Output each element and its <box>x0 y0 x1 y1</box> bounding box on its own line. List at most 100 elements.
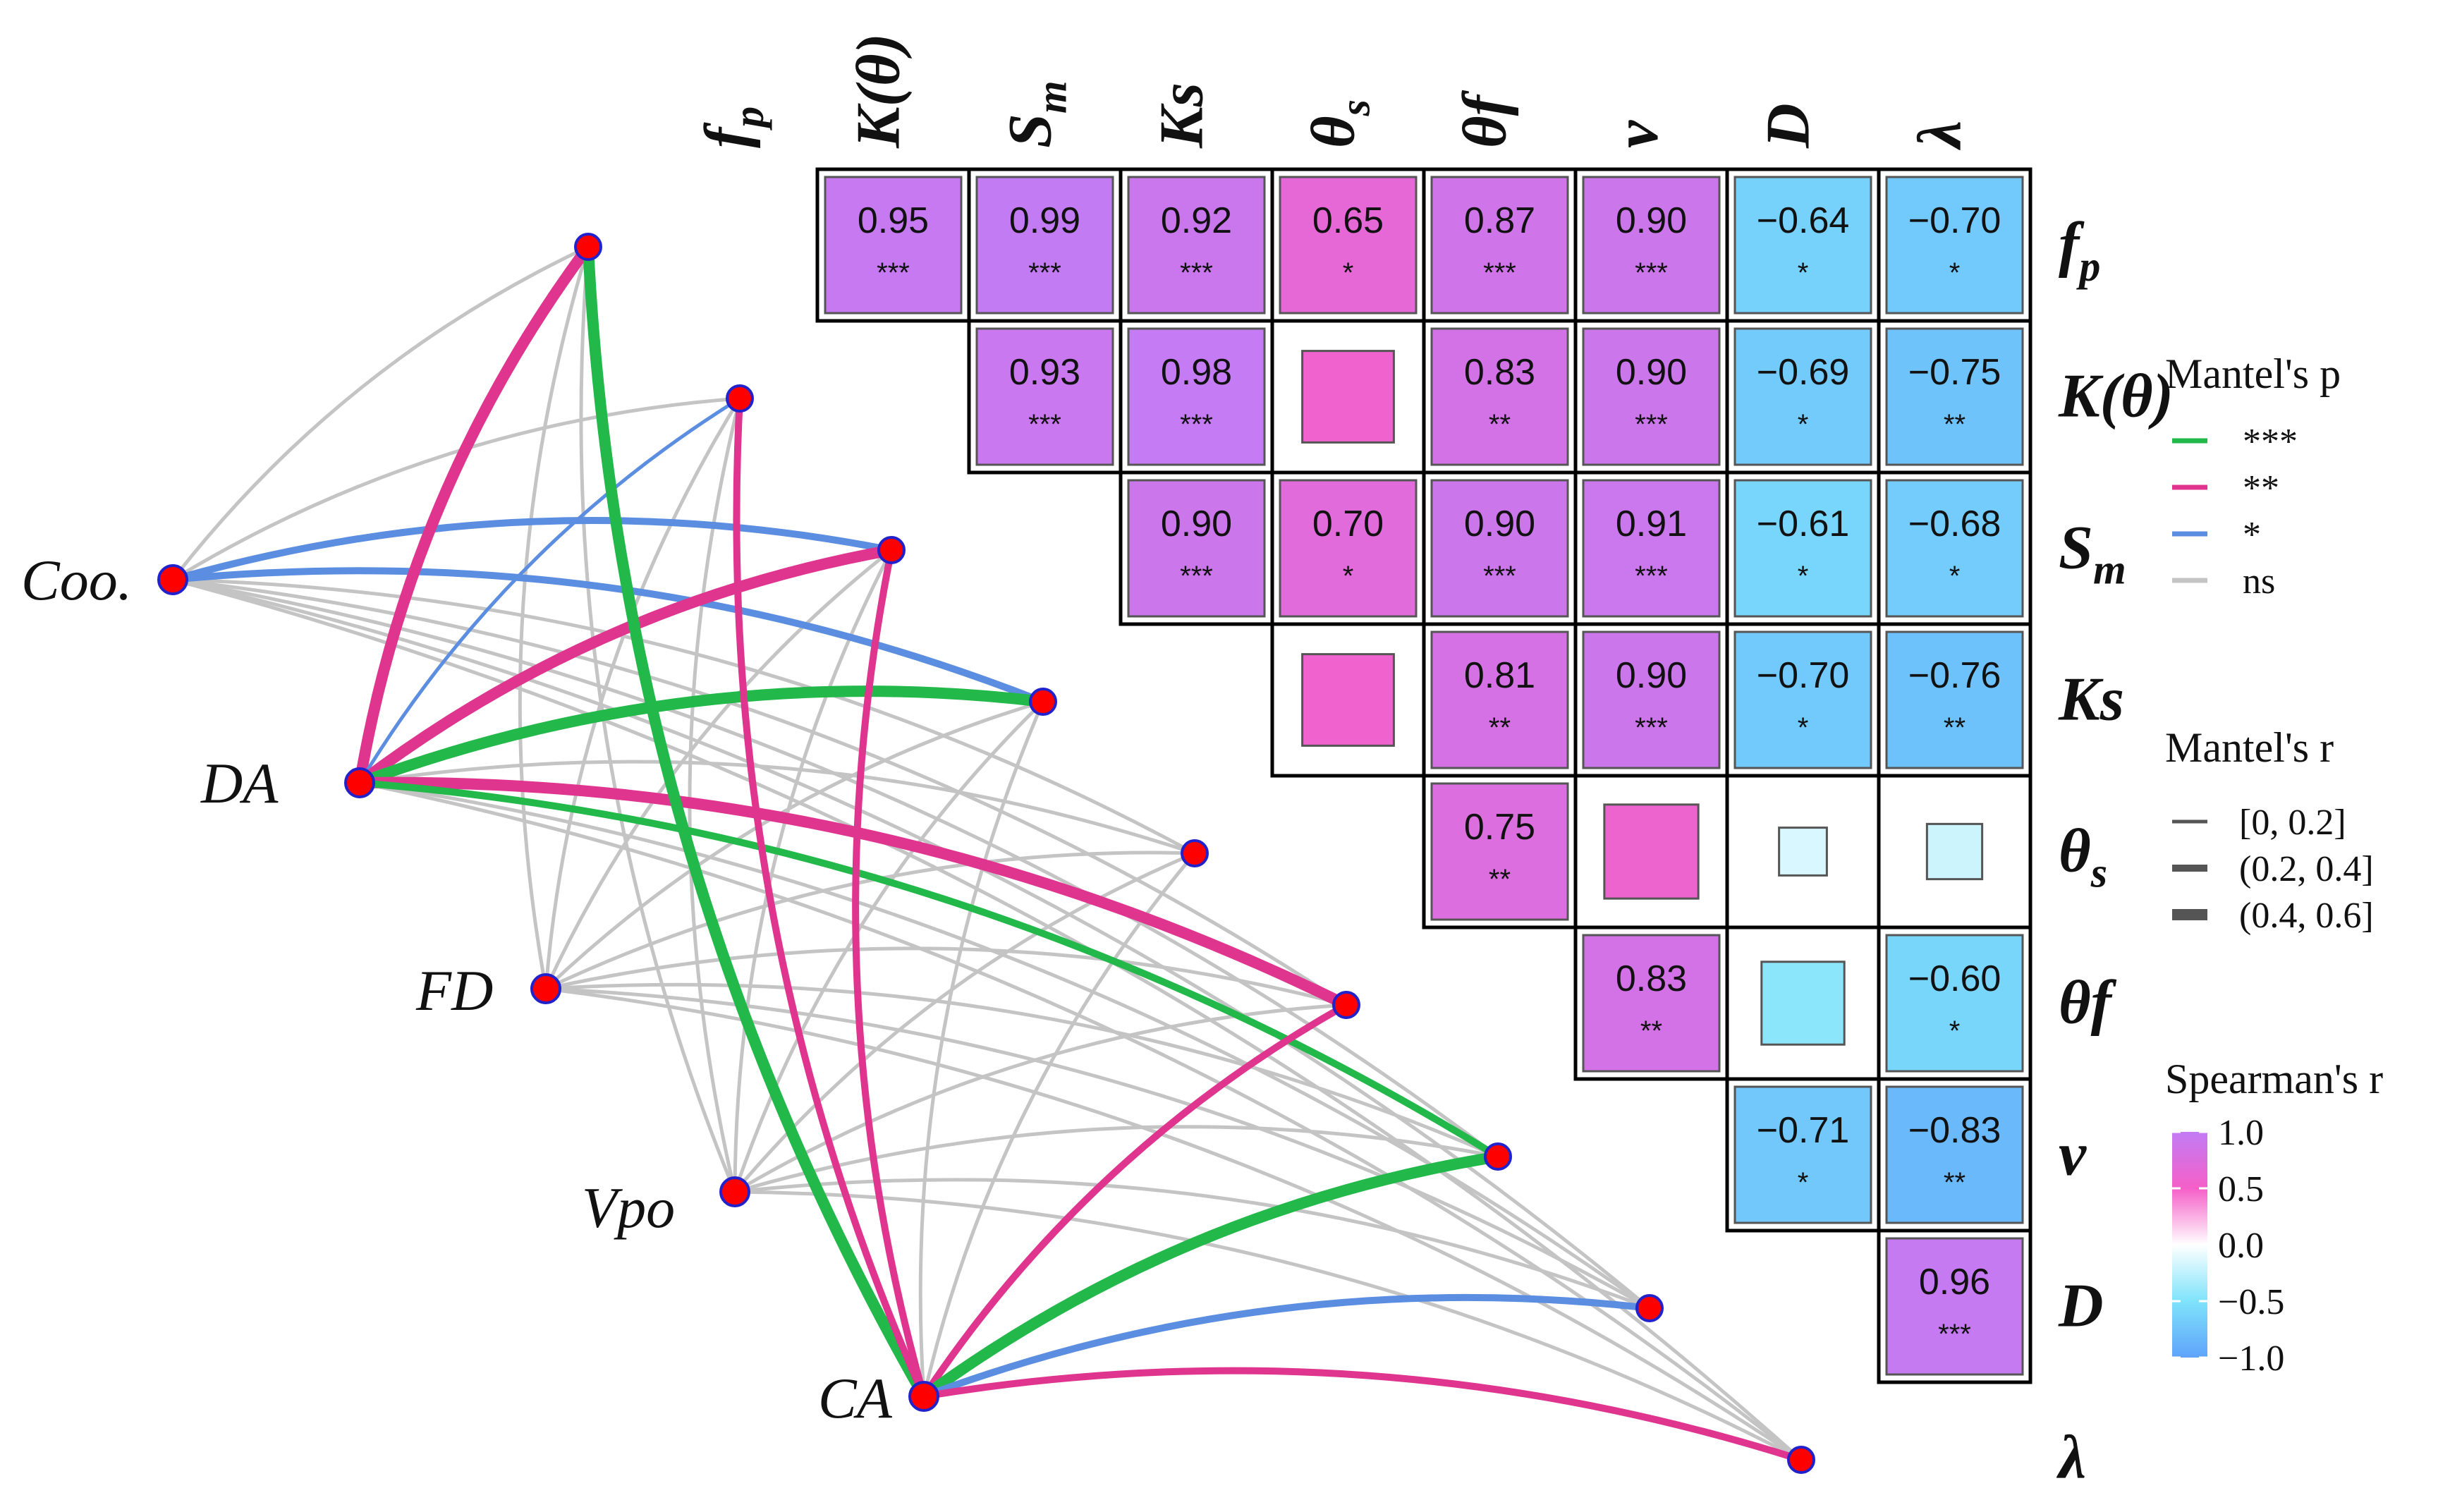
cell-fill <box>1430 630 1569 769</box>
group-label: Vpo <box>582 1176 675 1240</box>
heatmap-cell: 0.92*** <box>1119 167 1274 323</box>
mantel-edge <box>171 578 1803 1462</box>
mantel-edge <box>918 700 1045 1398</box>
cell-value: 0.98 <box>1161 352 1232 393</box>
cell-fill <box>1885 934 2024 1073</box>
cell-fill <box>1582 934 1721 1073</box>
legend-spearman-tick-label: −1.0 <box>2218 1339 2284 1379</box>
cell-significance: ** <box>1944 712 1966 743</box>
cell-fill <box>1733 1085 1872 1224</box>
mantel-edge <box>733 1003 1348 1194</box>
mantel-edge <box>544 850 1197 991</box>
cell-significance: * <box>1343 561 1354 592</box>
legend-spearman-tick-label: −0.5 <box>2218 1282 2284 1322</box>
heatmap-cell: 0.93*** <box>967 319 1123 475</box>
cell-value: −0.61 <box>1757 504 1850 544</box>
heatmap-cell: −0.64* <box>1725 167 1881 323</box>
cell-value: −0.68 <box>1908 504 2001 544</box>
cell-significance: *** <box>1180 561 1213 592</box>
cell-fill <box>1279 176 1418 315</box>
heatmap-cell: 0.90 *** <box>1119 470 1274 626</box>
heatmap-cell: −0.68* <box>1877 470 2032 626</box>
heatmap-cell: 0.90*** <box>1573 622 1729 778</box>
mantel-edge <box>688 396 742 1194</box>
variable-node <box>726 384 754 413</box>
cell-value: 0.70 <box>1312 504 1384 544</box>
group-node <box>344 767 375 798</box>
mantel-edge <box>354 241 594 788</box>
legend-mantel-r-title: Mantel's r <box>2165 724 2334 771</box>
column-label: K(θ) <box>845 33 913 149</box>
heatmap-cell: 0.91*** <box>1573 470 1729 626</box>
column-label: θf <box>1451 90 1520 148</box>
mantel-edge <box>544 548 894 991</box>
cell-significance: ** <box>1944 409 1966 440</box>
heatmap-cell: 0.98*** <box>1119 319 1274 475</box>
cell-significance: * <box>1798 712 1809 743</box>
cell-fill <box>1301 653 1395 747</box>
variable-node <box>1635 1294 1664 1322</box>
cell-fill <box>824 176 963 315</box>
legend-spearman-tick-label: 0.5 <box>2218 1169 2264 1209</box>
heatmap-cell <box>1877 774 2032 929</box>
row-label: λ <box>2056 1424 2086 1492</box>
row-label: v <box>2059 1121 2087 1189</box>
cell-significance: *** <box>1635 712 1668 743</box>
heatmap-cell: 0.90*** <box>1422 470 1578 626</box>
cell-fill <box>1279 479 1418 618</box>
cell-value: 0.93 <box>1009 352 1080 393</box>
column-label: θs <box>1300 99 1379 148</box>
heatmap-cell <box>1270 319 1426 475</box>
group-node <box>157 564 188 595</box>
cell-significance: * <box>1798 1167 1809 1198</box>
mantel-edge <box>169 567 1047 705</box>
mantel-edge <box>579 245 737 1194</box>
variable-node <box>1181 839 1209 867</box>
mantel-edge <box>171 578 1197 855</box>
legend-mantel-r-label: (0.4, 0.6] <box>2239 896 2374 936</box>
legend-spearman-tick-label: 0.0 <box>2218 1226 2264 1266</box>
cell-fill <box>1733 327 1872 466</box>
cell-significance: *** <box>1483 561 1516 592</box>
cell-value: −0.83 <box>1908 1110 2001 1151</box>
heatmap-cell: 0.83** <box>1573 925 1729 1081</box>
mantel-edge <box>733 395 927 1400</box>
row-label: Ks <box>2058 666 2124 734</box>
cell-value: 0.99 <box>1009 200 1080 241</box>
legend-mantel-p-label: ns <box>2243 561 2275 602</box>
variable-node <box>877 536 906 564</box>
heatmap-cell <box>1573 774 1729 929</box>
row-label: K(θ) <box>2058 362 2174 431</box>
mantel-edge <box>356 779 1501 1160</box>
heatmap-cell <box>1270 622 1426 778</box>
variable-node <box>1484 1142 1512 1171</box>
heatmap-cell: 0.70 * <box>1270 470 1426 626</box>
cell-significance: ** <box>1489 409 1511 440</box>
heatmap-cell: −0.71* <box>1725 1077 1881 1233</box>
variable-node <box>1332 991 1360 1019</box>
cell-fill <box>1301 350 1395 444</box>
cell-value: −0.60 <box>1908 958 2001 999</box>
mantel-edge <box>733 700 1045 1194</box>
cell-significance: * <box>1798 409 1809 440</box>
row-label: Sm <box>2059 514 2126 593</box>
cell-fill <box>1430 176 1569 315</box>
mantel-edge <box>354 776 1352 1011</box>
mantel-edge <box>169 517 895 583</box>
cell-fill <box>1127 479 1266 618</box>
mantel-edge <box>358 781 1652 1310</box>
heatmap-cell: −0.60* <box>1877 925 2032 1081</box>
cell-significance: *** <box>877 257 910 288</box>
legend-mantel-p-label: ** <box>2243 468 2279 508</box>
heatmap-cell: −0.70* <box>1725 622 1881 778</box>
mantel-edge <box>171 396 742 582</box>
cell-value: −0.69 <box>1757 352 1850 393</box>
mantel-edge <box>733 1125 1500 1194</box>
group-label: Coo. <box>21 548 132 612</box>
group-node <box>719 1176 750 1207</box>
cell-significance: *** <box>1483 257 1516 288</box>
cell-value: 0.90 <box>1161 504 1232 544</box>
heatmap-cell: 0.90*** <box>1573 167 1729 323</box>
heatmap-cell: 0.96*** <box>1877 1228 2032 1384</box>
